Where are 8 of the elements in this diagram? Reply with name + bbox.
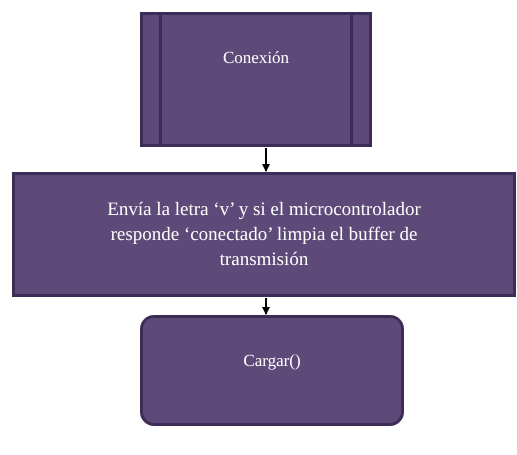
arrow bbox=[262, 298, 270, 315]
rounded-box bbox=[140, 315, 404, 426]
node-label: Cargar() bbox=[243, 350, 301, 372]
node-label: Envía la letra ‘v’ y si el microcontrolador responde ‘conectado’ limpia el buffer de transmisión bbox=[106, 198, 422, 272]
arrow bbox=[262, 148, 270, 172]
node-label: Conexión bbox=[222, 47, 290, 69]
predefined-process-box bbox=[140, 12, 372, 147]
process-box bbox=[12, 172, 516, 297]
